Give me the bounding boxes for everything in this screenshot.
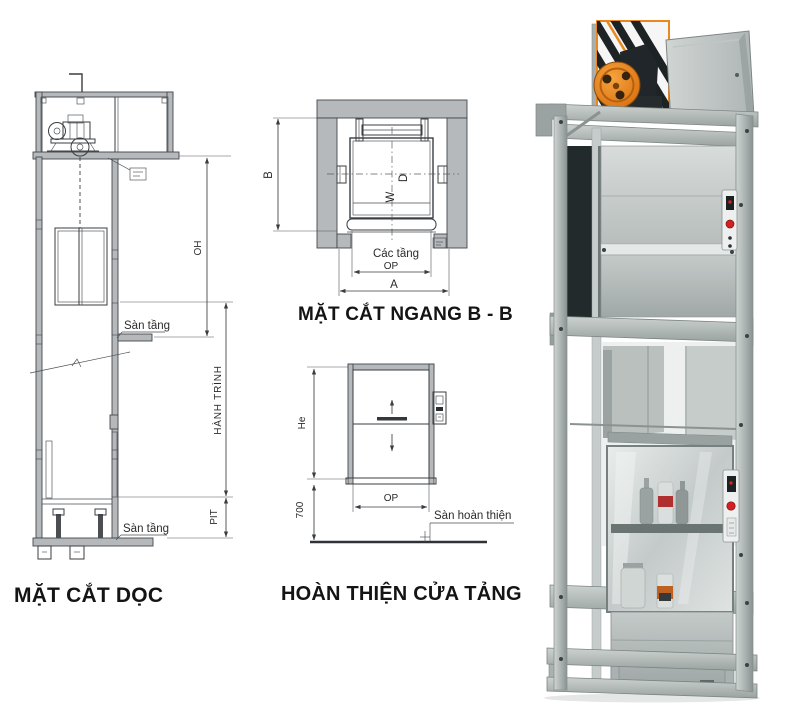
- upper-landing-door: [111, 302, 119, 336]
- indicator-light: [728, 200, 732, 204]
- call-panel-lower: [722, 469, 740, 543]
- machine-cabinet: [665, 30, 755, 123]
- hoist-sheave-photo: [593, 61, 641, 109]
- foundation-foot: [69, 545, 85, 560]
- call-button: [726, 501, 736, 511]
- dim-label-op-door: OP: [384, 493, 399, 504]
- hoist-hook-icon: [69, 73, 83, 92]
- cup-band: [659, 593, 671, 601]
- dim-label-w: W: [385, 191, 397, 202]
- pit-detail: [37, 498, 112, 560]
- call-button: [725, 219, 735, 229]
- dim-label-pit: PIT: [209, 509, 220, 525]
- vertical-section-diagram: OH HÀNH TRÌNH PIT Sàn tầng Sàn tầng: [29, 73, 233, 560]
- buffer: [52, 508, 65, 538]
- dim-label-travel: HÀNH TRÌNH: [211, 365, 224, 434]
- dim-label-op-plan: OP: [384, 261, 399, 272]
- cross-section-diagram: B W D Các tầng OP A: [263, 99, 468, 296]
- car-contents: [639, 470, 689, 525]
- floor-labels: Sàn tầng Sàn tầng: [115, 320, 170, 541]
- car-lower-panel: [610, 611, 734, 688]
- shaft-walls-plan: [316, 99, 468, 249]
- detail-callout-plan: [432, 237, 447, 249]
- panel-motion-arrows: [377, 399, 407, 452]
- detail-callout: [107, 157, 147, 181]
- panel-glass-strip: [600, 243, 737, 256]
- shaft-walls: [32, 91, 180, 547]
- floor-label-lower: Sàn tầng: [123, 523, 169, 535]
- call-panel-upper: [721, 189, 738, 251]
- landing-sill-plan: [346, 218, 437, 231]
- top-deck-beams: [535, 103, 759, 148]
- bottle-label: [658, 496, 673, 507]
- dim-label-oh: OH: [193, 241, 204, 256]
- frame-column-left: [553, 115, 568, 691]
- hoist-machine: [47, 114, 99, 152]
- indicator-light: [729, 481, 733, 485]
- deflector-sheave: [70, 137, 90, 157]
- floor-label-upper: Sàn tầng: [124, 320, 170, 332]
- floors-note: Các tầng: [373, 248, 419, 260]
- jar-lid: [623, 563, 643, 569]
- base-frame: [546, 647, 758, 699]
- upper-door-panel: [598, 145, 737, 318]
- wall-joints: [35, 219, 119, 460]
- guide-rail-channel: [45, 440, 53, 499]
- dim-label-b: B: [263, 171, 275, 179]
- foundation-foot: [37, 545, 52, 560]
- bolt-heads: [559, 120, 749, 667]
- cross-section-title: MẶT CẮT NGANG B - B: [298, 304, 513, 325]
- key-switch: [726, 517, 737, 537]
- bottle: [663, 470, 669, 483]
- mid-beam: [549, 312, 754, 347]
- buffer: [94, 508, 107, 538]
- car-section: [54, 227, 108, 306]
- jar: [620, 567, 646, 609]
- frame-column-right: [735, 113, 754, 693]
- dim-label-he: He: [297, 416, 308, 429]
- car-plan: [349, 137, 434, 219]
- break-line-zigzag: [71, 358, 82, 368]
- door-sill: [345, 477, 437, 485]
- car-contents-lower: [620, 563, 674, 609]
- dim-label-a: A: [390, 279, 398, 291]
- product-photo: [535, 20, 760, 703]
- door-finish-diagram: He 700 OP Sàn hoàn thiện: [295, 363, 514, 544]
- lower-landing-door: [111, 431, 118, 498]
- car-shelf: [611, 524, 729, 533]
- dimensions-vertical-section: OH HÀNH TRÌNH PIT: [118, 155, 233, 539]
- break-line: [29, 351, 131, 374]
- bottle: [680, 481, 685, 491]
- door-track-strip: [603, 350, 612, 438]
- shaft-dark-slot: [567, 146, 592, 318]
- deck-bracket: [535, 103, 567, 137]
- dim-label-700: 700: [295, 501, 306, 518]
- machine-room: [40, 96, 169, 157]
- shaft-back-panel: [687, 346, 736, 440]
- guide-shoe: [336, 165, 347, 184]
- finished-floor-label: Sàn hoàn thiện: [434, 510, 511, 522]
- vertical-section-title: MẶT CẮT DỌC: [14, 584, 164, 607]
- door-finish-title: HOÀN THIỆN CỬA TẢNG: [281, 583, 522, 605]
- dimensions-cross-section: B W D Các tầng OP A: [263, 117, 450, 296]
- finished-floor: Sàn hoàn thiện: [310, 510, 514, 544]
- dim-label-d: D: [398, 174, 410, 182]
- car-compartment: [606, 431, 734, 613]
- mid-rail: [569, 423, 738, 430]
- bottle: [644, 478, 649, 489]
- dimensions-door: He 700 OP: [295, 366, 430, 541]
- guide-shoe: [437, 165, 448, 184]
- call-box: [432, 391, 447, 425]
- shaft-back-panel: [603, 346, 664, 438]
